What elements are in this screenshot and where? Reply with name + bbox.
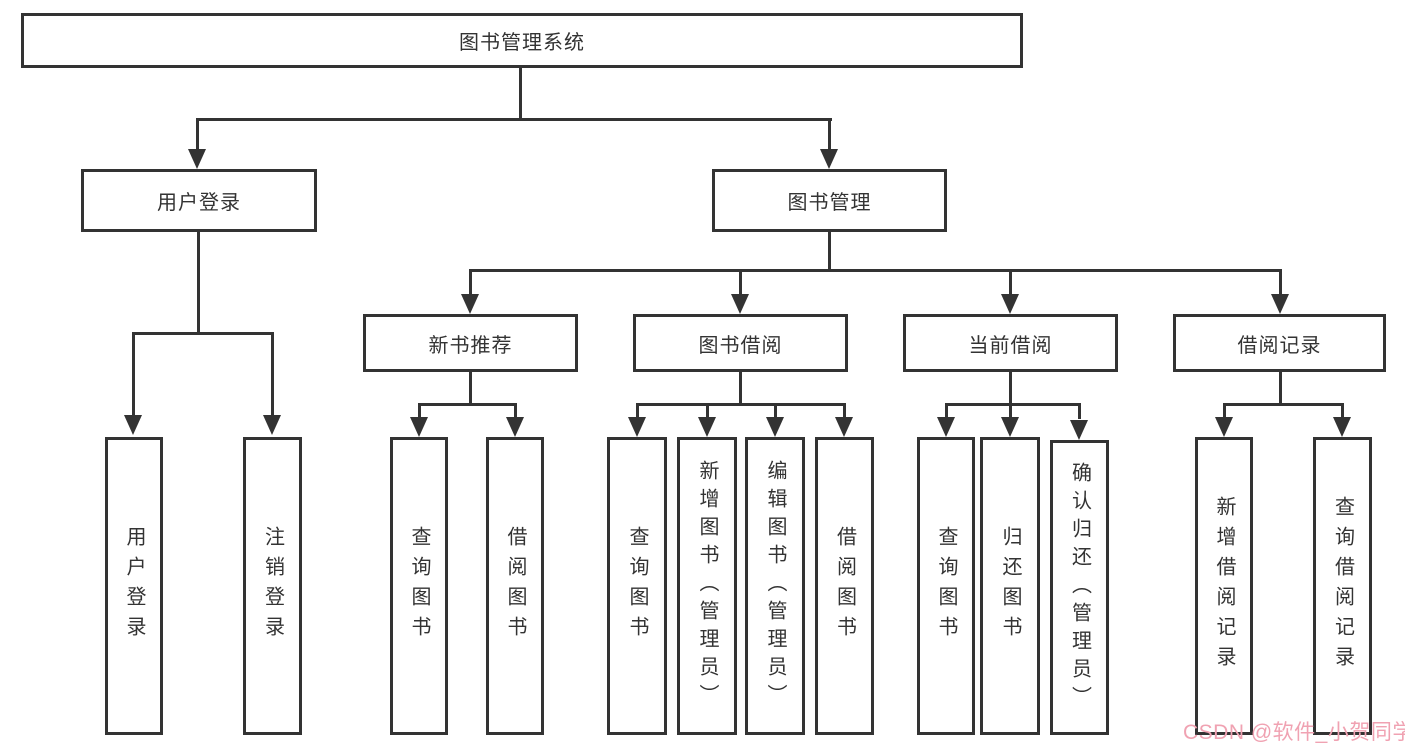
connector-line xyxy=(132,332,135,417)
connector-line xyxy=(739,372,742,405)
connector-line xyxy=(706,403,709,419)
arrowhead-down-icon xyxy=(410,417,428,437)
arrowhead-down-icon xyxy=(766,417,784,437)
connector-line xyxy=(469,372,472,405)
connector-line xyxy=(196,118,832,121)
arrowhead-down-icon xyxy=(188,149,206,169)
connector-line xyxy=(514,403,517,419)
leaf-edit-books-admin: 编辑图书（管理员） xyxy=(745,437,805,735)
arrowhead-down-icon xyxy=(1001,294,1019,314)
node-library-management-system: 图书管理系统 xyxy=(21,13,1023,68)
arrowhead-down-icon xyxy=(820,149,838,169)
arrowhead-down-icon xyxy=(124,415,142,435)
connector-line xyxy=(828,118,831,152)
connector-line xyxy=(196,118,199,152)
connector-line xyxy=(418,403,421,419)
connector-line xyxy=(636,403,845,406)
leaf-user-login: 用户登录 xyxy=(105,437,163,735)
leaf-query-books-recommend: 查询图书 xyxy=(390,437,448,735)
leaf-add-borrow-record: 新增借阅记录 xyxy=(1195,437,1253,735)
leaf-logout: 注销登录 xyxy=(243,437,302,735)
arrowhead-down-icon xyxy=(698,417,716,437)
leaf-query-borrow-record: 查询借阅记录 xyxy=(1313,437,1372,735)
arrowhead-down-icon xyxy=(731,294,749,314)
connector-line xyxy=(1009,372,1012,405)
connector-line xyxy=(1279,372,1282,405)
leaf-query-books-current: 查询图书 xyxy=(917,437,975,735)
connector-line xyxy=(519,68,522,120)
connector-line xyxy=(1223,403,1344,406)
node-user-login: 用户登录 xyxy=(81,169,317,232)
leaf-label: 编辑图书（管理员） xyxy=(764,460,786,712)
leaf-borrow-books-recommend: 借阅图书 xyxy=(486,437,544,735)
arrowhead-down-icon xyxy=(506,417,524,437)
leaf-label: 归还图书 xyxy=(999,526,1021,646)
arrowhead-down-icon xyxy=(628,417,646,437)
leaf-label: 注销登录 xyxy=(261,526,284,646)
leaf-label: 确认归还（管理员） xyxy=(1068,461,1091,714)
arrowhead-down-icon xyxy=(263,415,281,435)
arrowhead-down-icon xyxy=(1271,294,1289,314)
leaf-label: 新增借阅记录 xyxy=(1213,496,1235,676)
leaf-label: 借阅图书 xyxy=(833,526,856,646)
connector-line xyxy=(828,232,831,271)
connector-line xyxy=(945,403,1080,406)
connector-line xyxy=(1009,403,1012,419)
node-current-borrowing: 当前借阅 xyxy=(903,314,1118,372)
leaf-add-books-admin: 新增图书（管理员） xyxy=(677,437,737,735)
arrowhead-down-icon xyxy=(1215,417,1233,437)
leaf-label: 查询借阅记录 xyxy=(1331,496,1354,676)
arrowhead-down-icon xyxy=(835,417,853,437)
leaf-label: 新增图书（管理员） xyxy=(696,460,718,712)
arrowhead-down-icon xyxy=(1070,420,1088,440)
watermark-text: CSDN @软件_小贺同学 xyxy=(1183,721,1405,744)
connector-line xyxy=(945,403,948,419)
connector-line xyxy=(1223,403,1226,419)
leaf-query-books-borrowing: 查询图书 xyxy=(607,437,667,735)
arrowhead-down-icon xyxy=(1333,417,1351,437)
connector-line xyxy=(1078,403,1081,419)
leaf-label: 查询图书 xyxy=(626,526,648,646)
connector-line xyxy=(774,403,777,419)
arrowhead-down-icon xyxy=(461,294,479,314)
connector-line xyxy=(418,403,516,406)
leaf-confirm-return-admin: 确认归还（管理员） xyxy=(1050,440,1109,735)
arrowhead-down-icon xyxy=(937,417,955,437)
arrowhead-down-icon xyxy=(1001,417,1019,437)
node-borrowing-records: 借阅记录 xyxy=(1173,314,1386,372)
connector-line xyxy=(197,232,200,334)
connector-line xyxy=(1341,403,1344,419)
connector-line xyxy=(469,269,472,295)
leaf-label: 借阅图书 xyxy=(504,526,526,646)
leaf-label: 用户登录 xyxy=(123,526,145,646)
node-book-borrowing: 图书借阅 xyxy=(633,314,848,372)
leaf-label: 查询图书 xyxy=(408,526,430,646)
connector-line xyxy=(636,403,639,419)
connector-line xyxy=(843,403,846,419)
leaf-return-books: 归还图书 xyxy=(980,437,1040,735)
leaf-borrow-books-borrowing: 借阅图书 xyxy=(815,437,874,735)
connector-line xyxy=(271,332,274,417)
node-new-book-recommendation: 新书推荐 xyxy=(363,314,578,372)
leaf-label: 查询图书 xyxy=(935,526,957,646)
connector-line xyxy=(1279,269,1282,295)
connector-line xyxy=(739,269,742,295)
connector-line xyxy=(469,269,1282,272)
connector-line xyxy=(1009,269,1012,295)
connector-line xyxy=(132,332,273,335)
node-book-management: 图书管理 xyxy=(712,169,947,232)
